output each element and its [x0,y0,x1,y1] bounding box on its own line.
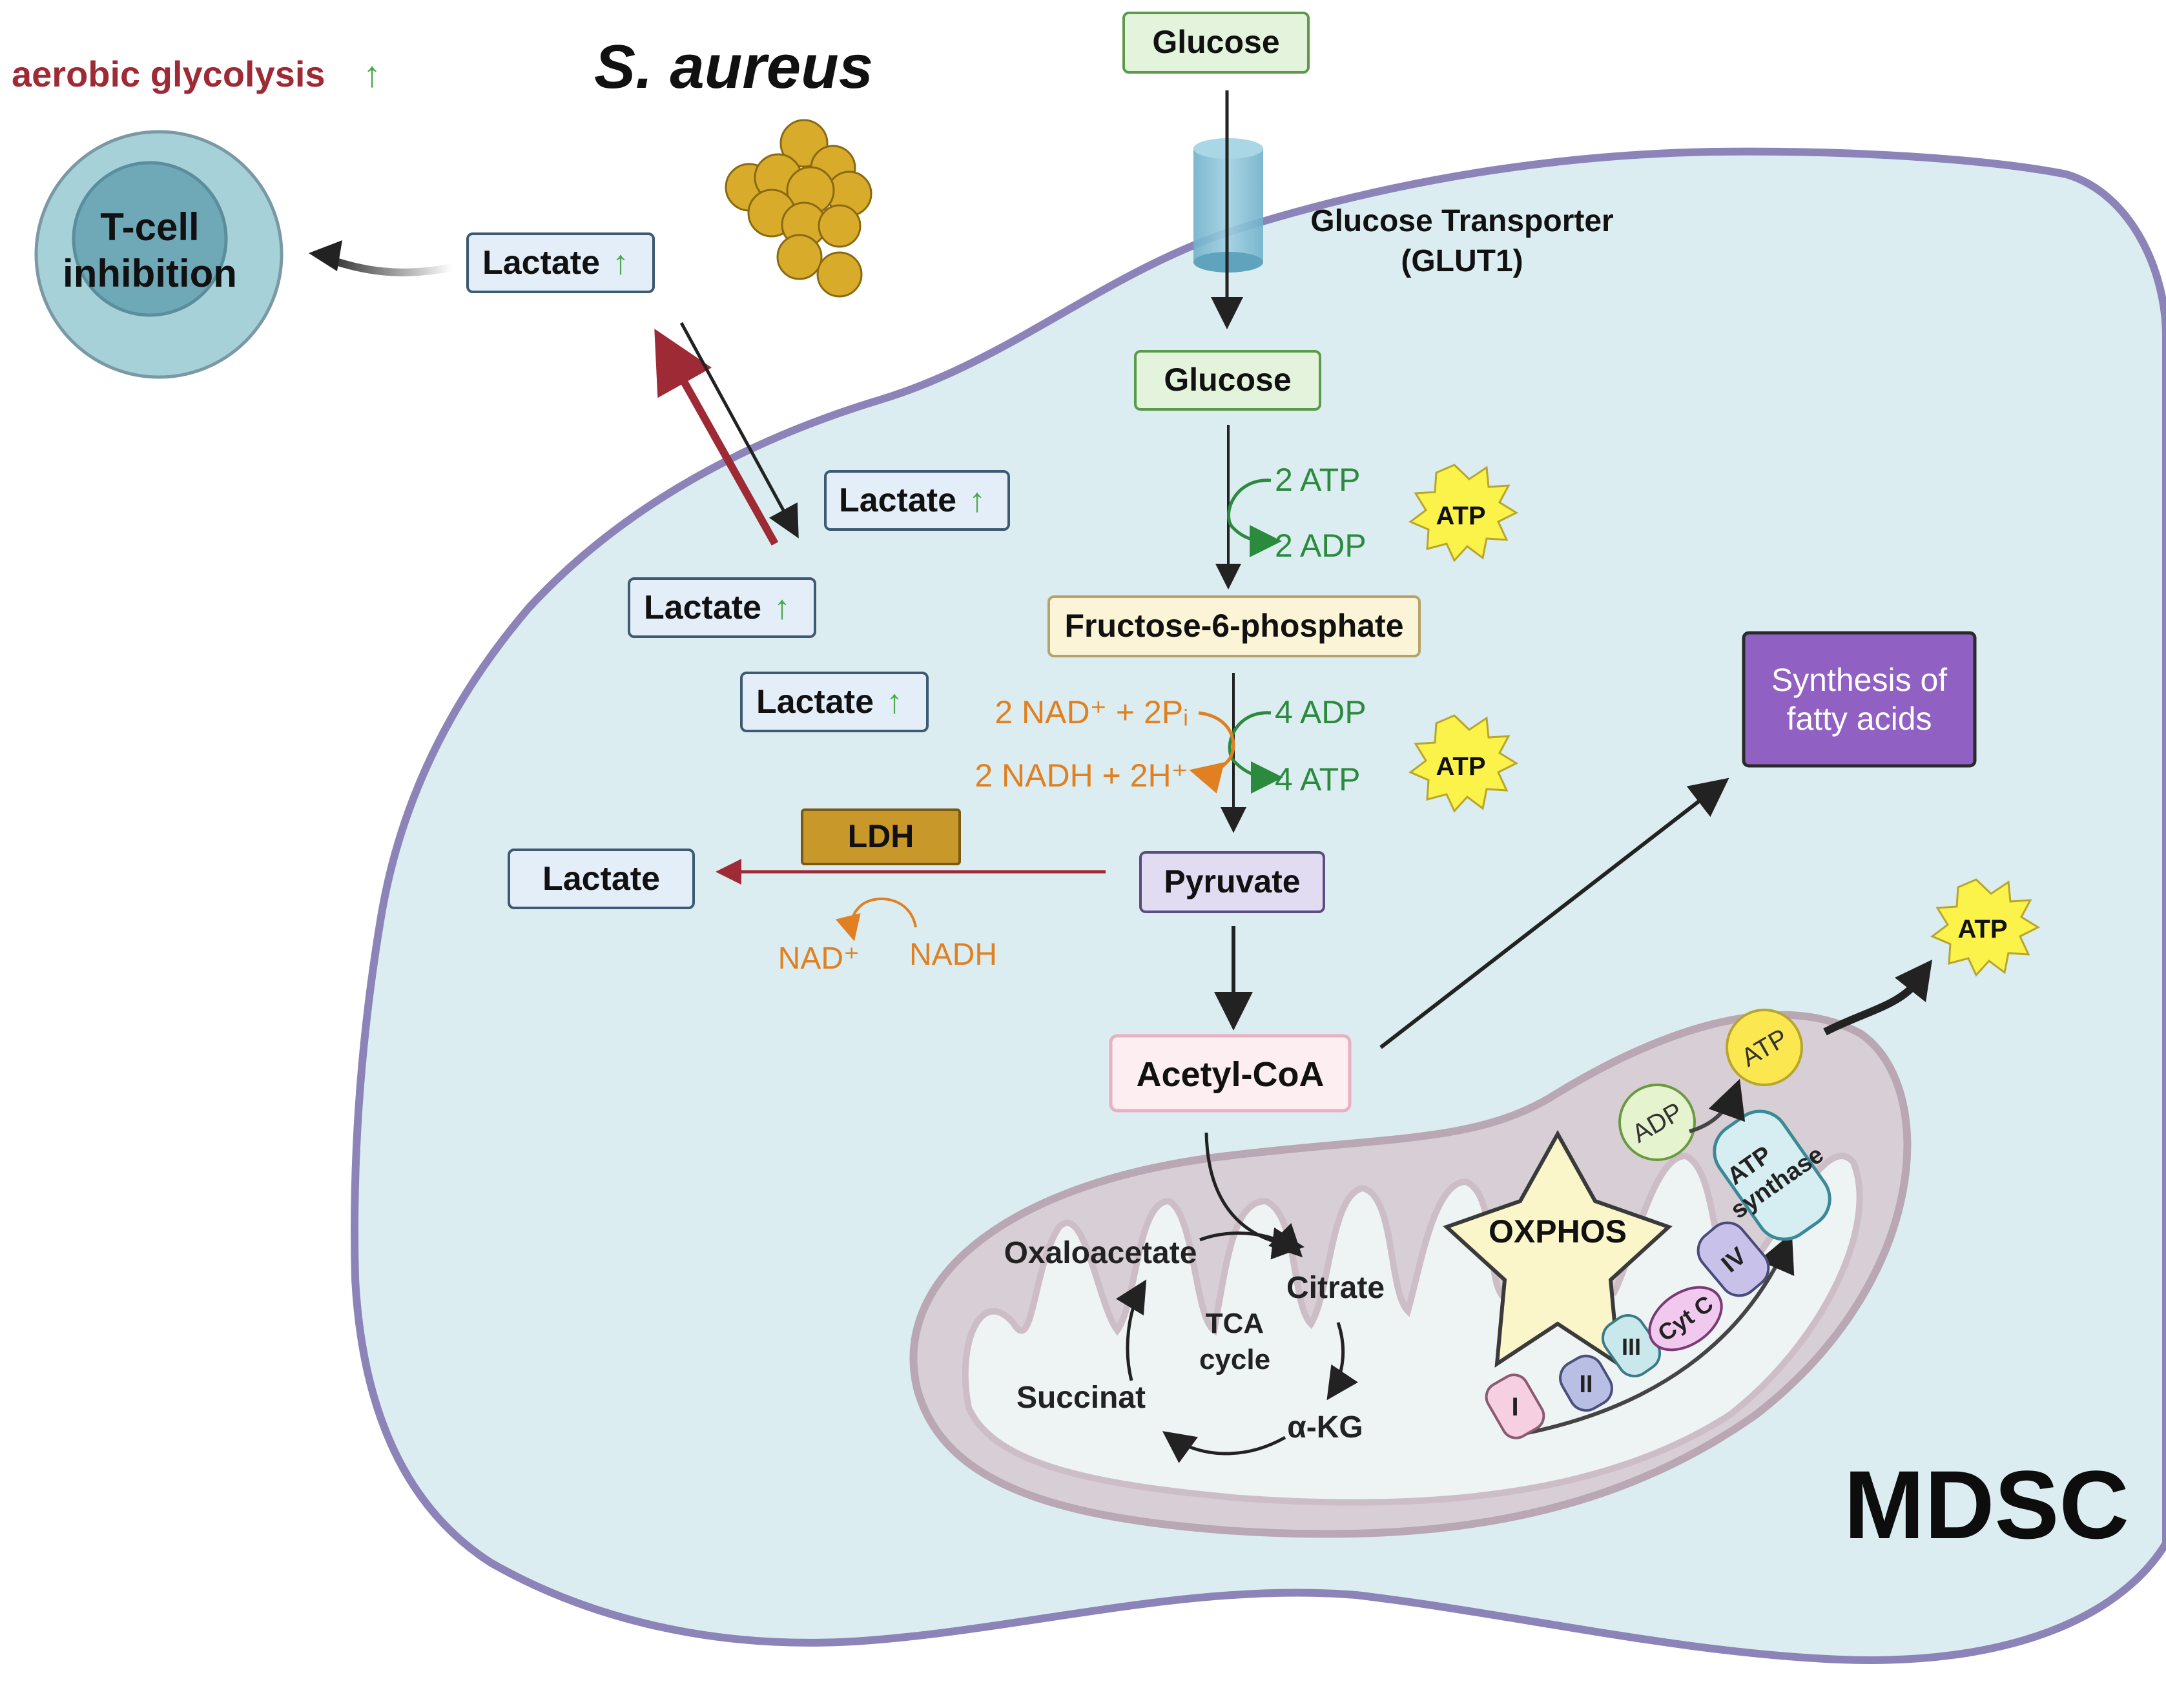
lactate-label-3: Lactate [756,683,874,721]
lactate-label-2: Lactate [644,589,761,626]
lactate-box-2 [628,577,816,638]
tca-arrow-akg-succinat [1162,1431,1286,1463]
atp-star-icon-2 [1408,714,1519,813]
nad-label: NAD⁺ [778,941,860,976]
lactate-box-1 [824,470,1010,531]
tca-label-line1: TCA [1206,1308,1264,1339]
complex-ii-label: II [1579,1371,1593,1398]
electron-transport-arrow [1523,1233,1795,1435]
succinat-label: Succinat [1016,1381,1146,1415]
t-cell-label-line2: inhibition [63,252,237,295]
fatty-acid-synthesis-box [1742,631,1977,768]
adp-to-atp-arrow [1689,1078,1746,1133]
nadh-2h-label: 2 NADH + 2H⁺ [975,757,1188,794]
glucose-label-inside: Glucose [1164,362,1291,398]
lactate-up-arrow-2: ↑ [774,589,790,626]
s-aureus-label: S. aureus [594,32,873,101]
tca-arrow-succinat-oxaloacetate [1115,1279,1147,1381]
cyt-c-icon [1648,1286,1723,1352]
lactate-import-arrow [679,322,799,539]
mdsc-label: MDSC [1844,1450,2129,1559]
adp-circle-icon [1618,1084,1696,1161]
nadh-label: NADH [909,938,997,972]
lactate-up-arrow-3: ↑ [886,683,903,721]
lactate-export-arrow [654,329,779,546]
aerobic-up-arrow: ↑ [363,54,381,94]
lactate-box-outside [466,232,655,293]
tca-arrow-citrate-akg [1326,1322,1358,1401]
atp-circle-icon [1726,1009,1803,1086]
s-aureus-bacteria-icon [725,119,872,298]
pyruvate-box [1139,851,1325,913]
complex-iii-label: III [1622,1333,1641,1360]
t-cell-inhibition-arrow [321,253,453,276]
adp4-label: 4 ADP [1275,694,1367,730]
lactate-up-arrow-1: ↑ [969,482,985,519]
t-cell-inhibition-arrowhead [309,240,342,271]
tca-arrow-oxaloacetate-citrate [1199,1223,1303,1258]
oxphos-star-icon [1443,1129,1673,1368]
glucose-box-outside [1122,12,1310,74]
ldh-label: LDH [848,818,914,854]
f6p-label: Fructose-6-phosphate [1064,608,1403,644]
lactate-box-3 [740,672,929,732]
t-cell-label-line1: T-cell [100,205,199,249]
t-cell-nucleus [72,161,228,317]
citrate-label: Citrate [1286,1271,1385,1305]
ldh-box [801,808,961,865]
oxaloacetate-label: Oxaloacetate [1004,1236,1197,1270]
complex-ii-icon [1559,1354,1613,1412]
nadh-oxidation-curve [835,898,917,941]
lactate-box-ldh [508,849,695,909]
atp-synthase-icon [1713,1109,1831,1241]
atp-star-icon-3 [1930,878,2041,977]
adp2-label: 2 ADP [1275,528,1367,564]
fatty-acid-label-line2: fatty acids [1786,701,1932,737]
pyruvate-label: Pyruvate [1164,863,1300,900]
aerobic-glycolysis-label: aerobic glycolysis [12,54,325,94]
oxphos-label: OXPHOS [1489,1213,1627,1250]
atp-star-label-2: ATP [1436,752,1485,781]
lactate-label-ldh: Lactate [542,860,660,898]
nad-reduction-curve [1189,711,1235,794]
lactate-up-arrow-outside: ↑ [612,244,629,282]
nad-2pi-label: 2 NAD⁺ + 2Pᵢ [995,694,1188,730]
glucose-box-inside [1134,350,1321,411]
acetyl-coa-box [1109,1034,1352,1113]
glucose-label-outside: Glucose [1152,24,1279,60]
atp2-label: 2 ATP [1275,462,1360,498]
atp-export-arrowhead [1895,960,1932,1002]
lactate-label-outside: Lactate [482,244,600,282]
complex-i-icon [1485,1374,1545,1439]
acetyl-to-fatty-acids-arrow [1379,777,1729,1049]
atp-star-label-3: ATP [1957,915,2007,943]
f6p-box [1047,595,1421,657]
acetyl-coa-label: Acetyl-CoA [1136,1055,1324,1094]
glucose-transporter-label-line1: Glucose Transporter [1310,204,1613,238]
lactate-label-1: Lactate [839,482,956,519]
atp-consumption-curve [1227,478,1282,557]
atp-star-label-1: ATP [1436,502,1485,530]
atp-production-curve [1228,711,1283,794]
akg-label: α-KG [1287,1410,1363,1445]
complex-i-label: I [1511,1393,1518,1421]
fatty-acid-label-line1: Synthesis of [1771,662,1947,698]
tca-label-line2: cycle [1199,1344,1270,1375]
atp-export-arrow [1823,985,1915,1036]
glucose-transporter-label-line2: (GLUT1) [1401,244,1523,278]
complex-iv-icon [1697,1221,1770,1297]
atp4-label: 4 ATP [1275,761,1360,797]
atp-star-icon-1 [1408,464,1519,562]
